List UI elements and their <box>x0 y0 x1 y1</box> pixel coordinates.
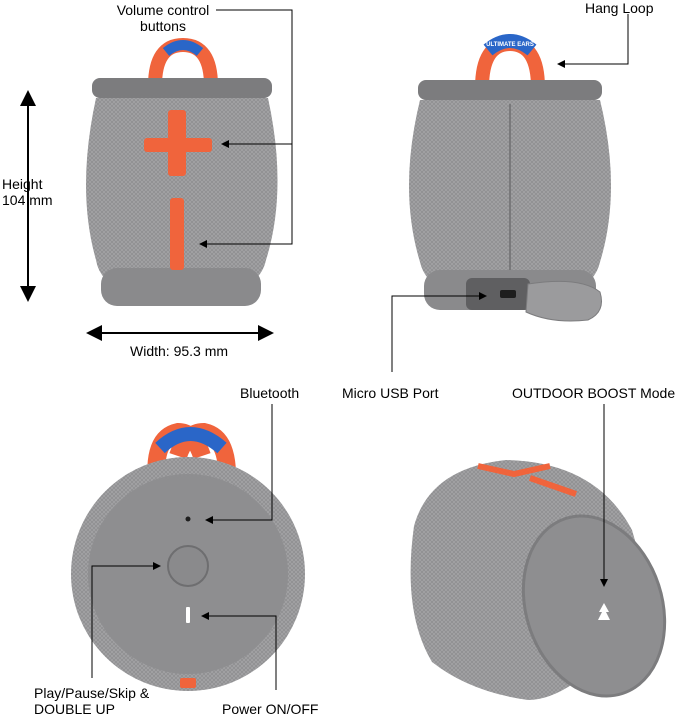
usb-leader-line <box>391 292 487 372</box>
play-pause-label: Play/Pause/Skip & DOUBLE UP <box>34 685 150 717</box>
bottom-cap <box>101 268 261 306</box>
strap-logo-text: ULTIMATE EARS <box>486 42 534 48</box>
volume-leader-line <box>199 9 293 248</box>
width-label: Width: 95.3 mm <box>130 343 229 359</box>
bluetooth-dot-icon <box>185 516 191 522</box>
volume-control-label: Volume control buttons <box>116 2 210 34</box>
power-icon <box>186 607 190 623</box>
bottom-view-speaker <box>71 422 305 691</box>
outdoor-boost-label: OUTDOOR BOOST Mode <box>512 385 676 401</box>
base-plate-perspective <box>521 514 667 698</box>
micro-usb-port-icon <box>500 290 516 298</box>
hang-loop-blue-band <box>162 40 204 57</box>
usb-cover-flap <box>525 280 602 322</box>
minus-icon-top <box>529 475 577 497</box>
minus-icon <box>170 198 184 270</box>
perspective-view-speaker <box>410 460 667 700</box>
top-cap-back <box>418 80 602 100</box>
hang-loop-label: Hang Loop <box>585 0 654 16</box>
top-cap <box>92 78 272 98</box>
play-pause-leader-line <box>91 562 161 678</box>
strap-blue-bottom <box>155 427 227 454</box>
power-leader-line <box>201 612 277 690</box>
bluetooth-leader-line <box>205 404 273 524</box>
back-view-speaker: ULTIMATE EARS <box>409 34 611 322</box>
hang-loop-blue-band-back <box>483 34 537 56</box>
micro-usb-label: Micro USB Port <box>342 385 439 401</box>
plus-icon-bar <box>144 138 212 152</box>
bottom-tab <box>180 678 196 688</box>
front-view-speaker <box>86 37 278 306</box>
plus-icon-top <box>477 463 551 478</box>
height-label: Height 104 mm <box>2 176 53 208</box>
usb-recess <box>466 278 530 310</box>
tree-icon <box>598 603 610 620</box>
power-label: Power ON/OFF <box>222 701 319 717</box>
bluetooth-label: Bluetooth <box>240 385 300 401</box>
hang-loop-leader-line <box>557 14 629 68</box>
play-button-icon <box>167 545 209 587</box>
